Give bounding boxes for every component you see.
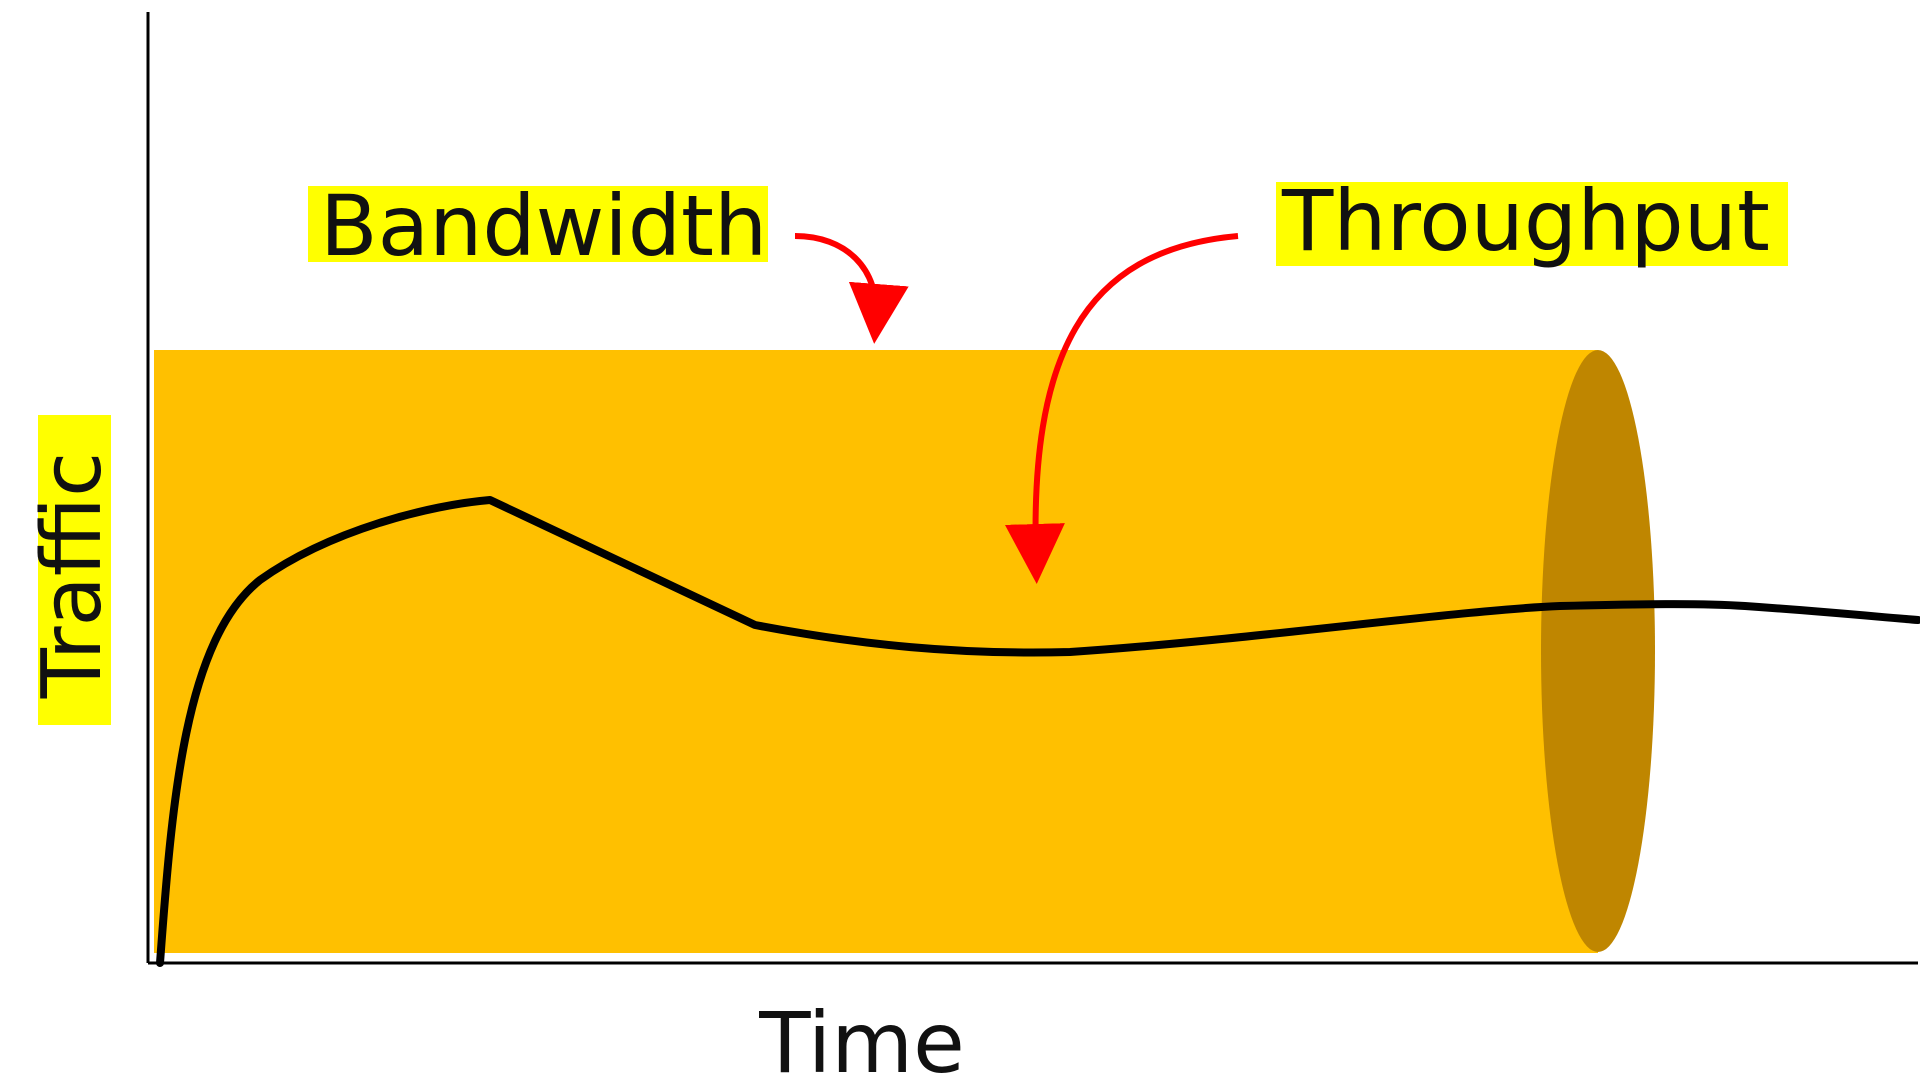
throughput-arrow-icon [1004,233,1239,584]
bandwidth-pipe-end [1541,350,1655,952]
y-axis-label: Traffic [25,452,120,699]
throughput-curve [156,496,1920,967]
throughput-label-highlight [1276,182,1788,266]
bandwidth-label: Bandwidth [320,177,767,275]
bandwidth-arrow-icon [794,233,909,344]
throughput-label: Throughput [1281,172,1770,270]
bandwidth-pipe-body [154,350,1598,953]
x-axis-label: Time [758,994,965,1089]
bandwidth-label-highlight [308,186,768,262]
y-axis-label-highlight [38,415,111,725]
